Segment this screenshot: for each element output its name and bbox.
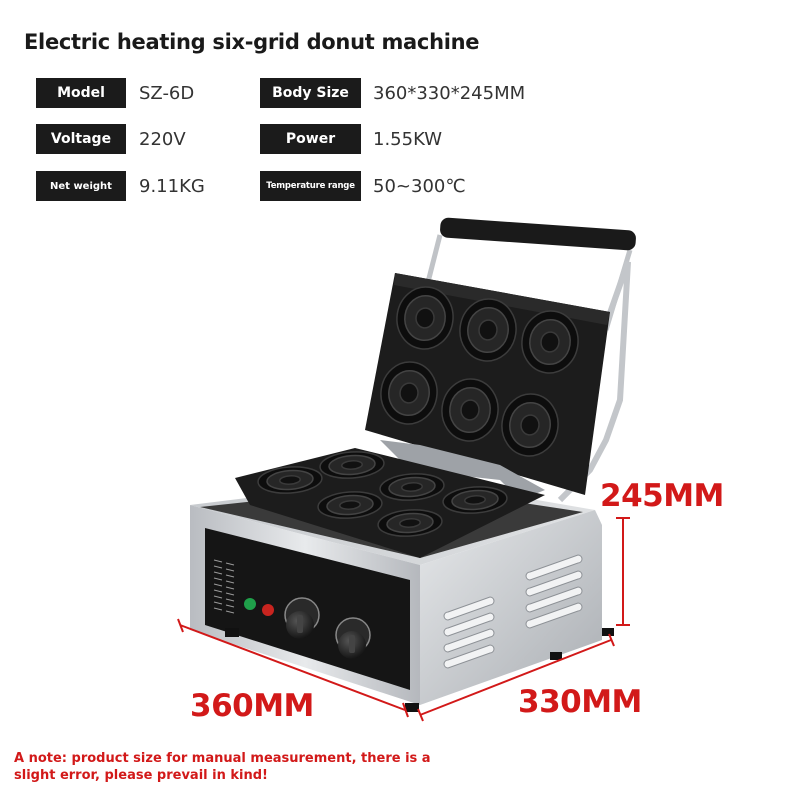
upper-donut-molds (380, 286, 579, 457)
spec-value-temperature-range: 50~300℃ (373, 176, 466, 197)
donut-mold (377, 509, 443, 537)
feet (225, 628, 614, 712)
donut-mold (380, 361, 438, 425)
spec-value-body-size: 360*330*245MM (373, 83, 526, 104)
spec-label-model: Model (36, 78, 126, 108)
spec-label-net-weight: Net weight (36, 171, 126, 201)
page-title: Electric heating six-grid donut machine (24, 30, 480, 54)
measurement-note: A note: product size for manual measurem… (14, 751, 431, 783)
power-indicator-light (244, 598, 256, 610)
hinge (380, 440, 545, 500)
side-vents (443, 554, 583, 669)
spec-value-power: 1.55KW (373, 129, 443, 150)
donut-mold (441, 378, 499, 442)
depth-dimension-label: 330MM (518, 684, 642, 720)
spec-label-body-size: Body Size (260, 78, 361, 108)
height-dimension-label: 245MM (600, 478, 724, 514)
spec-value-voltage: 220V (139, 129, 186, 150)
spec-label-voltage: Voltage (36, 124, 126, 154)
donut-mold (501, 393, 559, 457)
temperature-scale (213, 559, 235, 614)
donut-mold (379, 473, 445, 501)
dimension-lines (177, 517, 630, 722)
control-panel (213, 559, 371, 659)
spec-value-model: SZ-6D (139, 83, 195, 104)
heat-indicator-light (262, 604, 274, 616)
donut-mold (442, 486, 508, 514)
spec-label-temperature-range: Temperature range (260, 171, 361, 201)
spec-value-net-weight: 9.11KG (139, 176, 205, 197)
donut-mold (521, 310, 579, 374)
lower-donut-molds (257, 451, 508, 537)
spec-label-power: Power (260, 124, 361, 154)
donut-mold (319, 451, 385, 479)
width-dimension-label: 360MM (190, 688, 314, 724)
donut-mold (257, 466, 323, 494)
donut-mold (396, 286, 454, 350)
donut-mold (459, 298, 517, 362)
donut-mold (317, 491, 383, 519)
